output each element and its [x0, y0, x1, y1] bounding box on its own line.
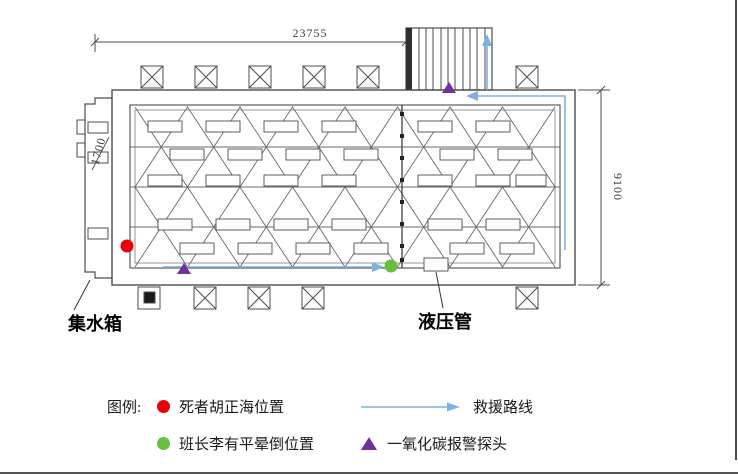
top-support-squares — [140, 65, 539, 89]
top-dimension: 23755 — [90, 26, 411, 52]
water-tank-label: 集水箱 — [67, 313, 122, 334]
legend: 图例: 死者胡正海位置 救援路线 班长李有平晕倒位置 一氧化碳报警探头 — [107, 396, 707, 470]
legend-row-2: 班长李有平晕倒位置 一氧化碳报警探头 — [107, 433, 707, 454]
legend-co-detector-label: 一氧化碳报警探头 — [387, 437, 508, 453]
legend-fainted-label: 班长李有平晕倒位置 — [179, 437, 315, 453]
rescue-route-path — [163, 34, 566, 272]
dim-top-value: 23755 — [293, 26, 328, 40]
hydraulic-pipe-label: 液压管 — [418, 311, 472, 332]
red-dot-icon — [157, 400, 170, 413]
left-dimension: 1700 — [88, 136, 110, 171]
building-outline — [76, 89, 576, 286]
co-detector-marker-bottom — [177, 263, 191, 274]
co-detector-marker-top — [442, 82, 456, 93]
page-edge-bottom — [0, 472, 738, 474]
callouts: 集水箱 液压管 — [67, 271, 472, 334]
legend-title: 图例: — [107, 400, 142, 416]
legend-row-1: 图例: 死者胡正海位置 救援路线 — [107, 396, 707, 417]
rescue-route-arrow-icon — [361, 402, 460, 411]
stairway — [405, 27, 493, 91]
dim-left-value: 1700 — [88, 136, 109, 167]
bottom-support-squares — [137, 286, 539, 310]
legend-rescue-route-label: 救援路线 — [473, 400, 534, 416]
right-dimension: 9100 — [578, 85, 625, 290]
legend-victim-label: 死者胡正海位置 — [179, 400, 285, 416]
page-edge-right — [735, 0, 737, 460]
fainted-position-marker — [384, 259, 398, 273]
green-dot-icon — [157, 437, 170, 450]
hydraulic-pipe-box — [423, 257, 449, 272]
dim-right-value: 9100 — [611, 173, 625, 201]
hydraulic-pipe-line — [400, 105, 404, 268]
purple-triangle-icon — [361, 437, 377, 450]
equipment-boxes — [147, 120, 547, 272]
site-plan-diagram: 23755 1700 9100 — [67, 26, 625, 334]
victim-position-marker — [120, 239, 134, 253]
